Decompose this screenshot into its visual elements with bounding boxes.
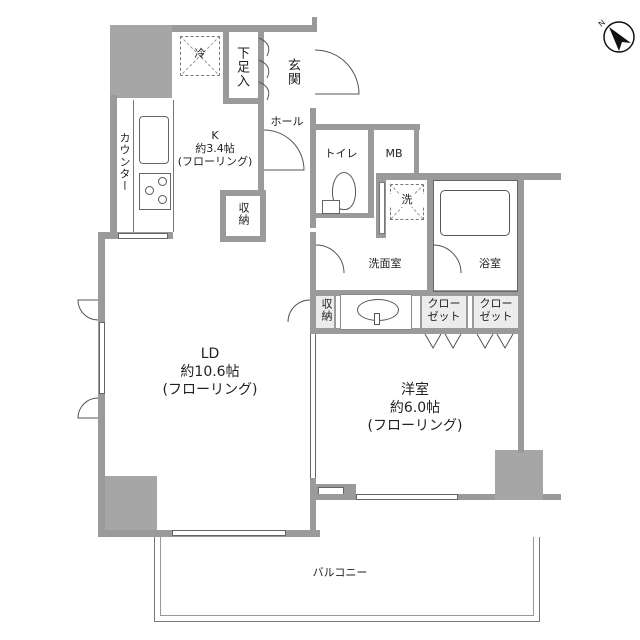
door-ld-left-1[interactable] [77,299,108,330]
burner-3 [158,195,167,204]
door-bathroom[interactable] [432,244,473,285]
storage-k-box [226,196,260,236]
ld-balcony-window [172,530,286,536]
wall-ld-right-upper [310,232,316,332]
wall-kitchen-left [110,95,117,235]
fridge-cross-icon [179,35,221,77]
pillar-top-left [110,25,172,98]
door-entrance[interactable] [314,49,375,110]
ld-floor: (フローリング) [162,382,258,398]
door-hall[interactable] [263,129,314,180]
wall-toilet-top [310,124,420,130]
storage-washroom [314,294,336,330]
bathroom-floor [433,180,518,292]
door-ld-left-2[interactable] [77,397,108,428]
counter-divider [133,100,134,232]
door-closet-1[interactable] [424,333,465,358]
wall-ld-right-lower [310,478,316,536]
entrance-label: 玄関 [285,58,300,86]
kitchen-title: K [211,129,219,142]
ld-sliding-partition [310,330,316,480]
wall-toilet-mb [368,128,374,218]
mb-label: MB [385,147,403,160]
kitchen-sink [139,116,169,164]
western-title: 洋室 [401,382,429,398]
faucet [374,313,380,325]
toilet-bowl [332,172,356,210]
closet-2-label: クロー ゼット [479,297,513,323]
door-shoe-storage[interactable] [258,36,289,106]
svg-text:N: N [597,18,607,29]
pillar-bottom-left [105,476,157,536]
western-size: 約6.0帖 [389,400,441,416]
wall-top-right-stub [312,17,317,32]
wall-bath-top [376,173,561,180]
counter-label: カウンター [118,132,131,192]
wall-wash-bath [427,178,433,298]
ld-size: 約10.6帖 [180,364,240,380]
wall-washroom-bottom [310,290,524,296]
wall-kitchen-right [258,32,264,190]
toilet-tank [322,200,340,214]
door-storage-washroom[interactable] [287,299,318,330]
western-balcony-window [356,494,458,500]
balcony-inner [160,537,534,616]
wall-toilet-bottom [310,213,370,218]
fridge-space [180,36,220,76]
burner-2 [145,186,154,195]
storage-washroom-label: 収納 [320,298,333,322]
wall-right [518,178,524,453]
closet-2 [472,294,520,330]
burner-1 [158,177,167,186]
kitchen-size: 約3.4帖 [195,142,235,155]
shoe-storage-label: 下足入 [234,46,249,88]
washer-cross-icon [389,183,425,221]
balcony-label: バルコニー [312,566,368,579]
wall-hall-right [310,108,316,228]
washroom-label: 洗面室 [368,257,402,270]
wall-mb-right [414,124,419,176]
bathroom-label: 浴室 [479,257,501,270]
kitchen-counter [117,100,174,232]
wall-shoe-left [223,32,229,104]
balcony-outline [154,537,540,622]
ld-title: LD [200,346,220,362]
fridge-label: 冷 [194,47,206,60]
washer-left-slot [379,182,385,234]
bathtub [440,190,510,236]
kitchen-window-sill [118,233,168,239]
washer-label: 洗 [390,193,424,207]
hall-label: ホール [270,115,304,128]
door-washroom[interactable] [315,244,356,285]
pillar-bottom-right [495,450,543,500]
wall-top [110,25,315,32]
stove [139,173,171,210]
closet-1-label: クロー ゼット [427,297,461,323]
ld-window-left [99,322,105,394]
door-closet-2[interactable] [476,333,517,358]
western-floor: (フローリング) [367,418,463,434]
north-arrow-icon: N [597,18,635,53]
wall-shoe-bottom [223,98,263,104]
closet-1 [420,294,468,330]
toilet-label: トイレ [324,147,358,160]
kitchen-floor: (フローリング) [177,155,253,168]
wall-closets-bottom [310,328,524,334]
storage-kitchen-label: 収納 [237,202,250,226]
